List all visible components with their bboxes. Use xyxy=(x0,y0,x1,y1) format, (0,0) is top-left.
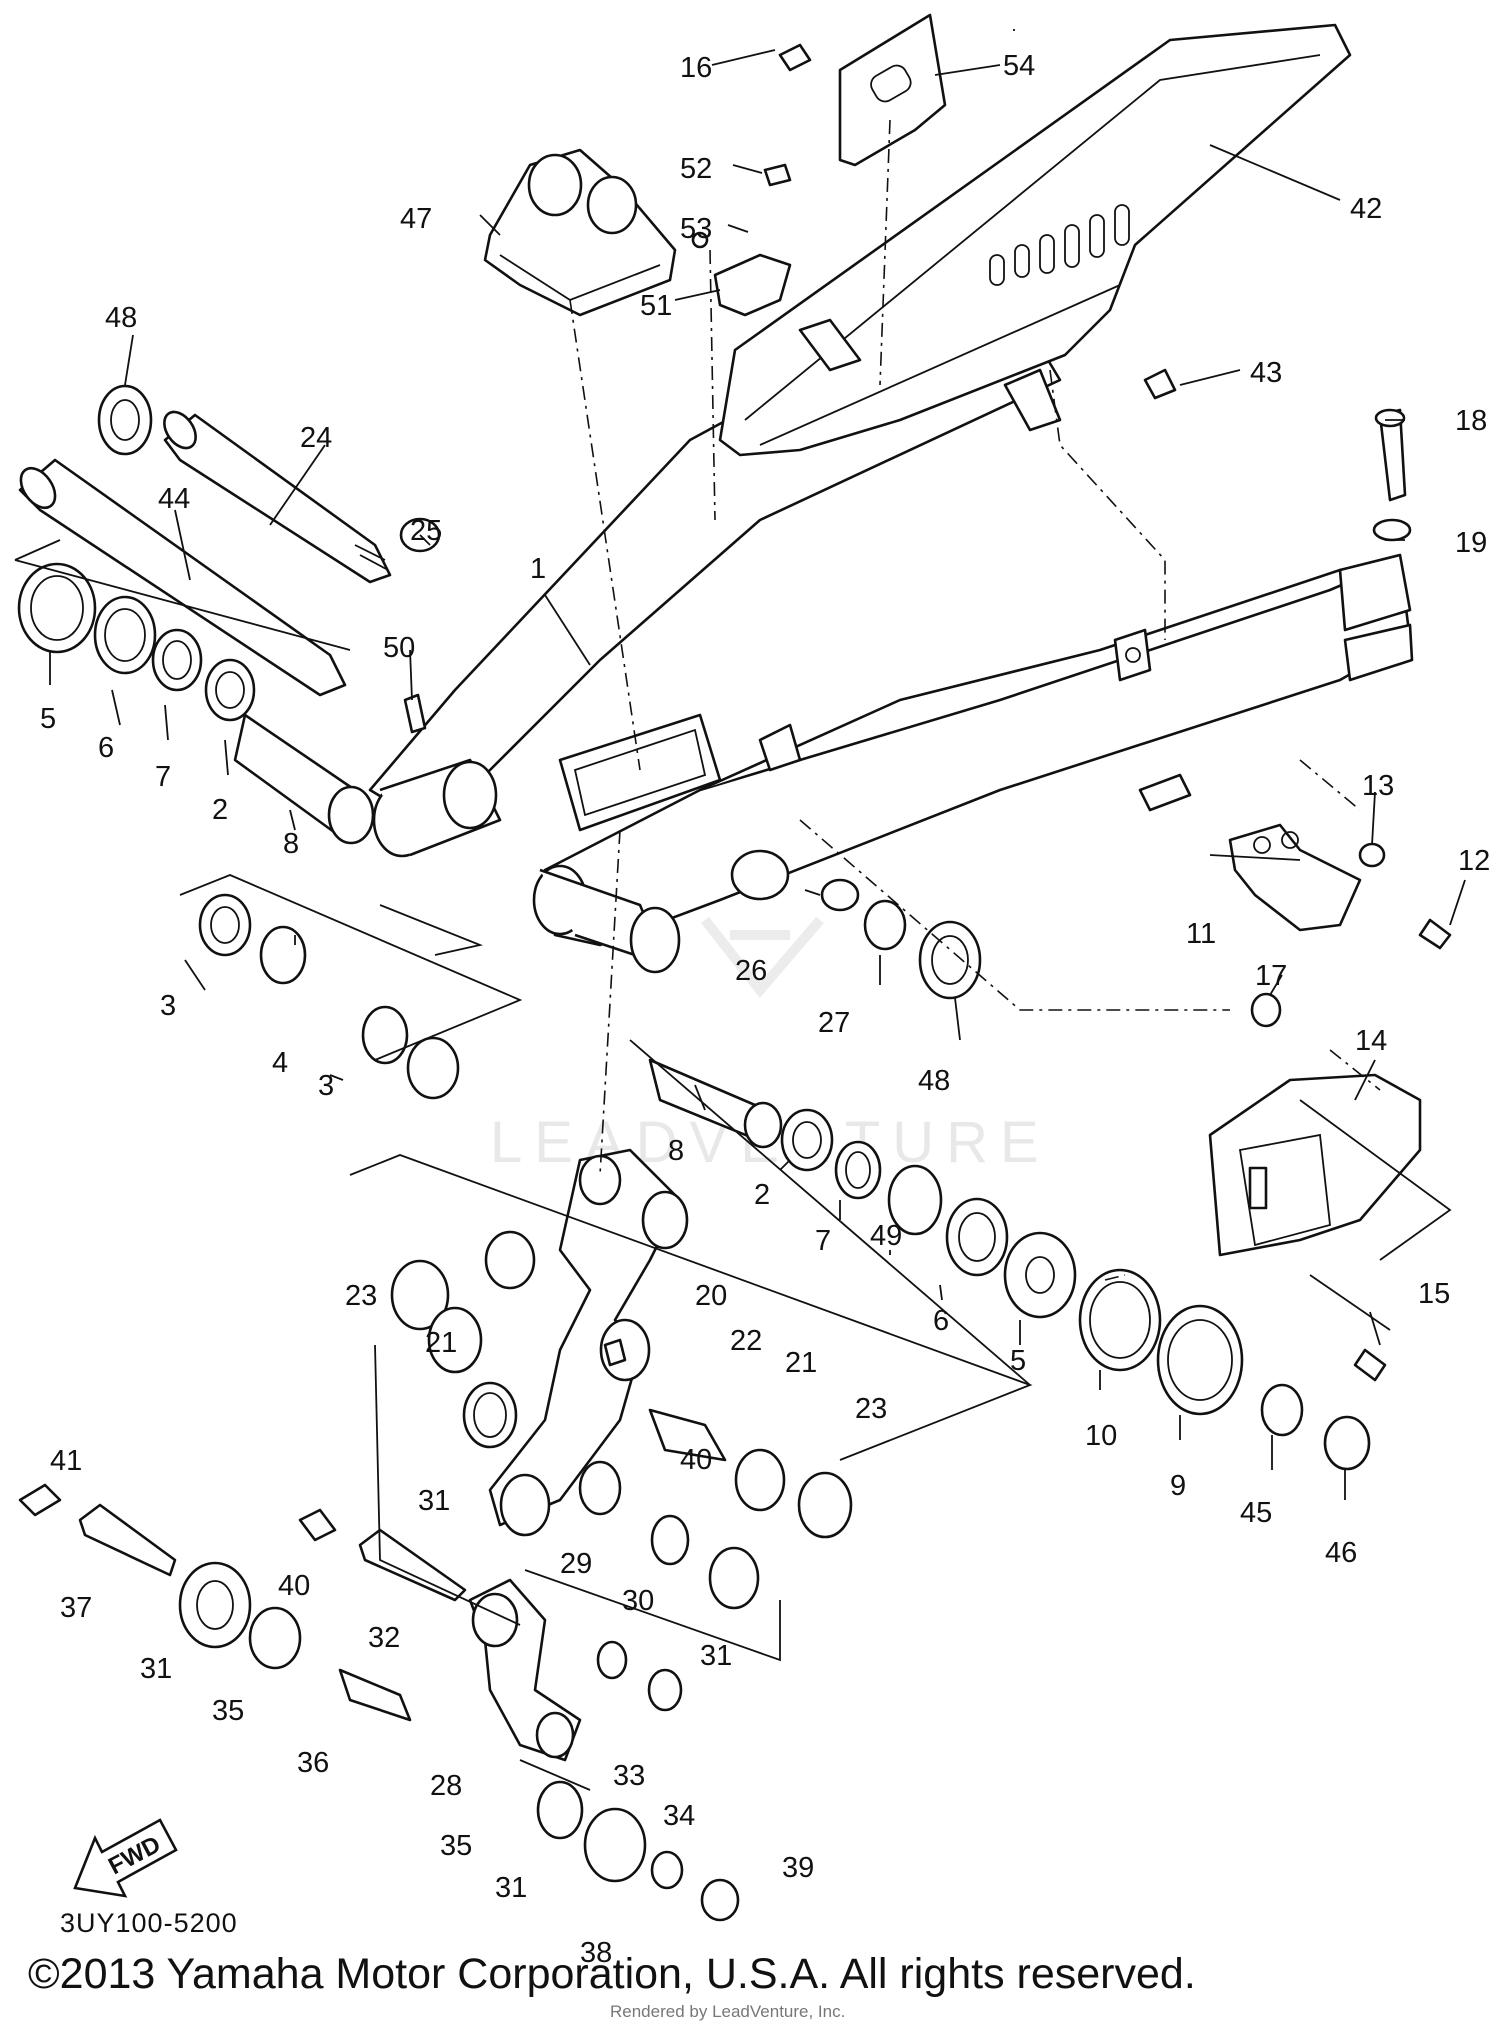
copyright-notice: ©2013 Yamaha Motor Corporation, U.S.A. A… xyxy=(28,1950,1196,1998)
callout-4: 4 xyxy=(272,1047,288,1079)
callout-2: 2 xyxy=(754,1179,770,1211)
callout-19: 19 xyxy=(1455,527,1487,559)
clip-part xyxy=(713,253,792,317)
callout-9: 9 xyxy=(1170,1470,1186,1502)
callout-14: 14 xyxy=(1355,1025,1387,1057)
callout-39: 39 xyxy=(782,1852,814,1884)
callout-2: 2 xyxy=(212,794,228,826)
callout-23: 23 xyxy=(855,1393,887,1425)
callout-21: 21 xyxy=(425,1327,457,1359)
bracket-outlines xyxy=(14,539,1452,1791)
callout-7: 7 xyxy=(155,761,171,793)
callout-3: 3 xyxy=(160,990,176,1022)
callout-33: 33 xyxy=(613,1760,645,1792)
callout-38: 38 xyxy=(580,1937,612,1969)
callout-54: 54 xyxy=(1003,50,1035,82)
callout-6: 6 xyxy=(98,732,114,764)
callout-8: 8 xyxy=(283,828,299,860)
callout-31: 31 xyxy=(495,1872,527,1904)
callout-16: 16 xyxy=(680,52,712,84)
callout-21: 21 xyxy=(785,1347,817,1379)
callout-40: 40 xyxy=(680,1444,712,1476)
callout-11: 11 xyxy=(1186,918,1216,950)
pivot-shaft-part xyxy=(18,410,392,697)
callout-40: 40 xyxy=(278,1570,310,1602)
callout-48: 48 xyxy=(918,1065,950,1097)
rendered-by-notice: Rendered by LeadVenture, Inc. xyxy=(610,2002,846,2021)
callout-18: 18 xyxy=(1455,405,1487,437)
callout-50: 50 xyxy=(383,632,415,664)
callout-7: 7 xyxy=(815,1225,831,1257)
callout-35: 35 xyxy=(212,1695,244,1727)
callout-24: 24 xyxy=(300,422,332,454)
callout-28: 28 xyxy=(430,1770,462,1802)
callout-49: 49 xyxy=(870,1220,902,1252)
callout-3: 3 xyxy=(318,1070,334,1102)
callout-31: 31 xyxy=(418,1485,450,1517)
callout-26: 26 xyxy=(735,955,767,987)
callout-1: 1 xyxy=(530,553,546,585)
leader-lines xyxy=(49,29,1466,1500)
callout-31: 31 xyxy=(700,1640,732,1672)
protector-plate-part xyxy=(838,13,947,167)
callout-23: 23 xyxy=(345,1280,377,1312)
callout-52: 52 xyxy=(680,153,712,185)
relay-arm-part xyxy=(390,1148,853,1610)
part-callouts: 1 2 2 3 3 4 5 5 6 6 7 7 8 8 9 10 11 12 1… xyxy=(40,50,1490,1969)
chain-slider-part xyxy=(1208,1073,1422,1257)
assembly-lines xyxy=(569,119,1381,1281)
right-pivot-bearing-stack xyxy=(648,878,1371,1471)
callout-5: 5 xyxy=(40,703,56,735)
callout-29: 29 xyxy=(560,1548,592,1580)
callout-10: 10 xyxy=(1085,1420,1117,1452)
callout-27: 27 xyxy=(818,1007,850,1039)
connecting-rod-part xyxy=(178,1561,740,1922)
left-pivot-bearing-stack xyxy=(17,384,460,1100)
callout-47: 47 xyxy=(400,203,432,235)
chain-guide-part xyxy=(483,148,677,317)
callout-32: 32 xyxy=(368,1622,400,1654)
callout-34: 34 xyxy=(663,1800,695,1832)
linkage-bolts xyxy=(18,1338,627,1602)
callout-30: 30 xyxy=(622,1585,654,1617)
callout-13: 13 xyxy=(1362,770,1394,802)
callout-36: 36 xyxy=(297,1747,329,1779)
callout-48: 48 xyxy=(105,302,137,334)
callout-53: 53 xyxy=(680,213,712,245)
callout-20: 20 xyxy=(695,1280,727,1312)
callout-12: 12 xyxy=(1458,845,1490,877)
callout-46: 46 xyxy=(1325,1537,1357,1569)
callout-6: 6 xyxy=(933,1305,949,1337)
callout-45: 45 xyxy=(1240,1497,1272,1529)
callout-37: 37 xyxy=(60,1592,92,1624)
callout-35: 35 xyxy=(440,1830,472,1862)
callout-42: 42 xyxy=(1350,193,1382,225)
callout-22: 22 xyxy=(730,1325,762,1357)
chain-guide-bracket-part xyxy=(1228,823,1362,932)
swingarm-part xyxy=(368,308,1414,974)
callout-15: 15 xyxy=(1418,1278,1450,1310)
callout-17: 17 xyxy=(1255,960,1287,992)
callout-5: 5 xyxy=(1010,1345,1026,1377)
callout-43: 43 xyxy=(1250,357,1282,389)
callout-31: 31 xyxy=(140,1653,172,1685)
callout-25: 25 xyxy=(410,515,442,547)
callout-8: 8 xyxy=(668,1135,684,1167)
callout-44: 44 xyxy=(158,483,190,515)
chain-case-slots xyxy=(989,204,1130,286)
callout-51: 51 xyxy=(640,290,672,322)
chain-case-part xyxy=(718,23,1352,457)
callout-41: 41 xyxy=(50,1445,82,1477)
fwd-arrow-icon: FWD xyxy=(73,1818,178,1898)
hardware-right xyxy=(403,43,1452,1382)
diagram-code: 3UY100-5200 xyxy=(60,1908,238,1938)
